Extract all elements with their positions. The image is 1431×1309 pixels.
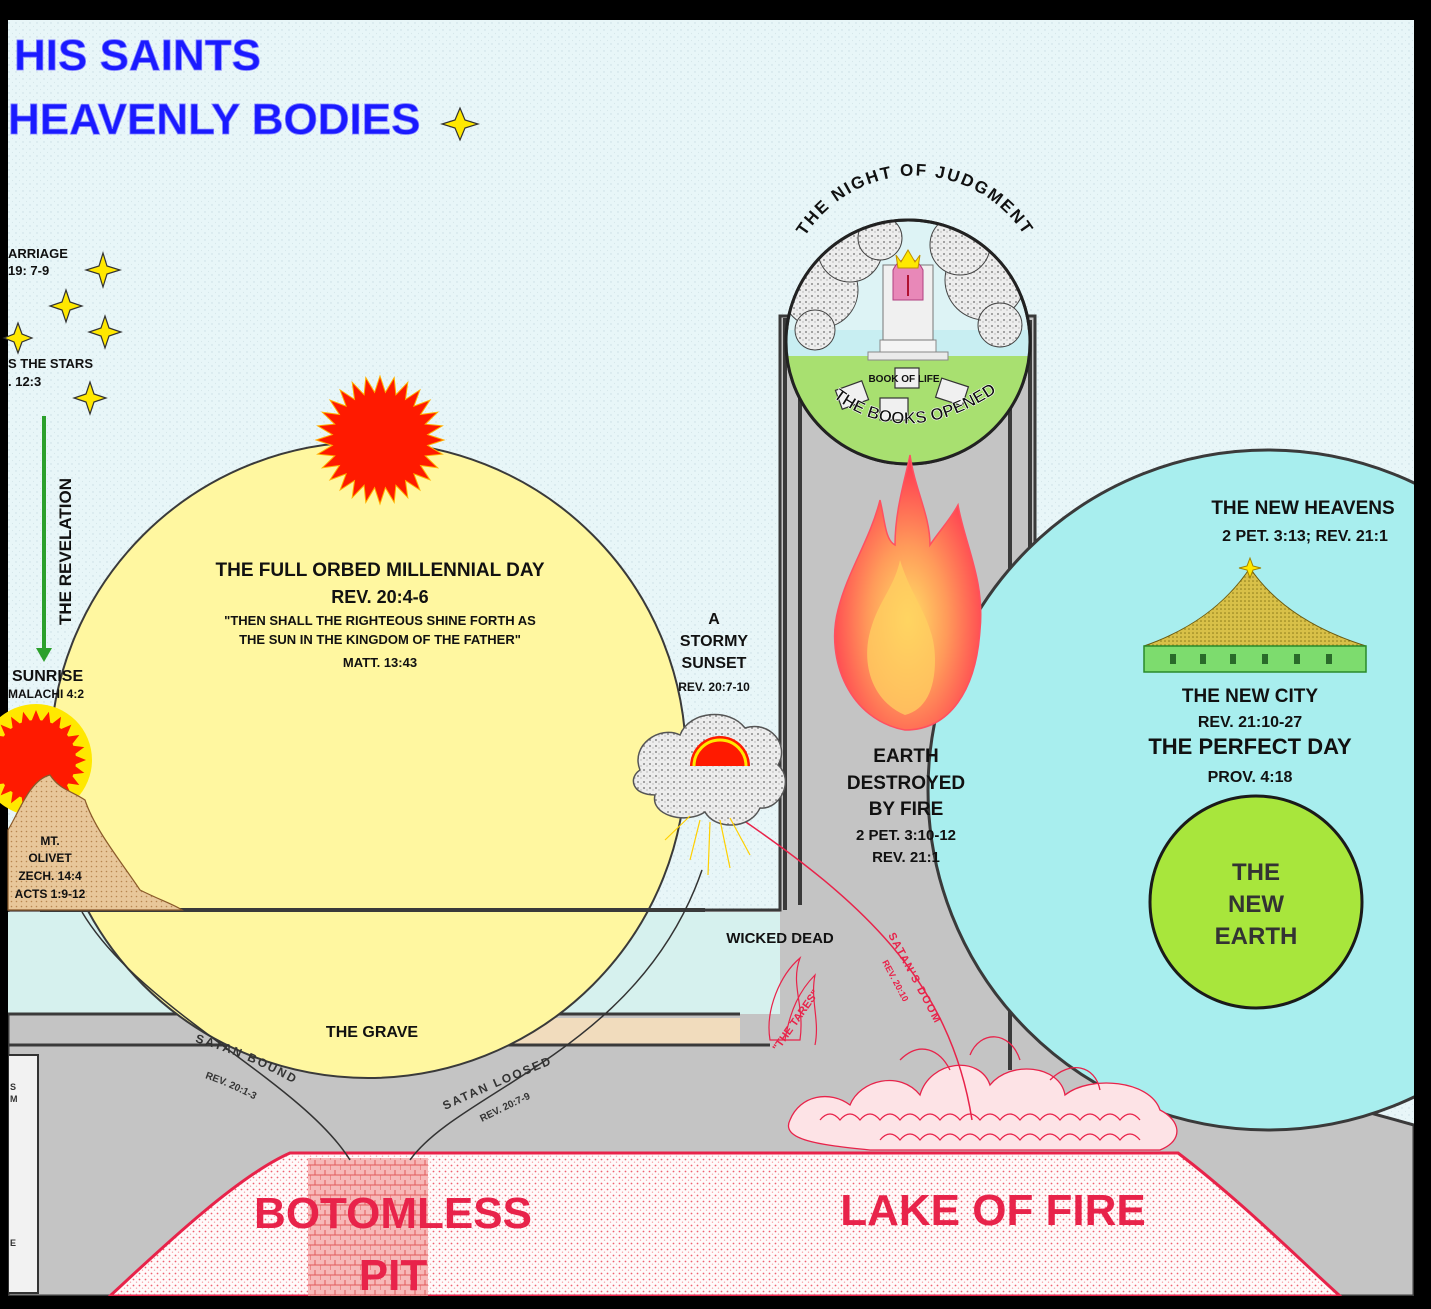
earth-fire-line-2: DESTROYED xyxy=(847,773,965,794)
grave-label: THE GRAVE xyxy=(326,1024,418,1041)
sunrise-ref: MALACHI 4:2 xyxy=(8,687,84,701)
millennium-quote-ref: MATT. 13:43 xyxy=(343,655,417,670)
marriage-ref: 19: 7-9 xyxy=(8,263,49,278)
revelation-label: THE REVELATION xyxy=(56,478,75,625)
side-glyph-1: S xyxy=(10,1082,16,1092)
header-his-saints: HIS SAINTS xyxy=(14,31,261,80)
header-heavenly-bodies: HEAVENLY BODIES xyxy=(8,95,420,144)
new-earth-line-3: EARTH xyxy=(1215,923,1298,950)
olivet-line-1: MT. xyxy=(40,834,59,848)
new-earth-line-2: NEW xyxy=(1228,891,1284,918)
sunset-line-1: A xyxy=(708,611,720,628)
millennium-quote-1: "THEN SHALL THE RIGHTEOUS SHINE FORTH AS xyxy=(224,613,536,628)
sunset-ref: REV. 20:7-10 xyxy=(678,680,750,694)
sunset-line-3: SUNSET xyxy=(682,655,747,672)
marriage-label: ARRIAGE xyxy=(8,246,68,261)
side-glyph-2: M xyxy=(10,1094,18,1104)
olivet-line-4: ACTS 1:9-12 xyxy=(15,887,86,901)
new-heavens-ref: 2 PET. 3:13; REV. 21:1 xyxy=(1222,528,1388,545)
side-glyph-3: E xyxy=(10,1238,16,1248)
new-city-ref: REV. 21:10-27 xyxy=(1198,714,1302,731)
earth-fire-ref-1: 2 PET. 3:10-12 xyxy=(856,827,956,844)
olivet-line-3: ZECH. 14:4 xyxy=(18,869,82,883)
earth-fire-line-3: BY FIRE xyxy=(869,799,944,820)
stars-ref: . 12:3 xyxy=(8,374,41,389)
bottomless-pit-line-1: BOTOMLESS xyxy=(254,1189,532,1238)
earth-fire-ref-2: REV. 21:1 xyxy=(872,849,940,866)
bottomless-pit-line-2: PIT xyxy=(359,1251,428,1300)
millennium-title: THE FULL ORBED MILLENNIAL DAY xyxy=(216,560,545,581)
earth-fire-line-1: EARTH xyxy=(873,746,938,767)
lake-of-fire-label: LAKE OF FIRE xyxy=(840,1186,1146,1235)
book-of-life-label: BOOK OF LIFE xyxy=(868,374,939,385)
sunrise-label: SUNRISE xyxy=(12,668,83,685)
stars-label: S THE STARS xyxy=(8,356,93,371)
perfect-day-ref: PROV. 4:18 xyxy=(1208,769,1293,786)
new-city-label: THE NEW CITY xyxy=(1182,686,1318,707)
new-heavens-title: THE NEW HEAVENS xyxy=(1211,498,1394,519)
millennium-ref: REV. 20:4-6 xyxy=(331,587,428,607)
new-earth-line-1: THE xyxy=(1232,859,1280,886)
millennium-quote-2: THE SUN IN THE KINGDOM OF THE FATHER" xyxy=(239,632,521,647)
wicked-dead-label: WICKED DEAD xyxy=(726,930,834,947)
perfect-day-label: THE PERFECT DAY xyxy=(1148,734,1352,759)
olivet-line-2: OLIVET xyxy=(28,851,72,865)
millennium-circle xyxy=(50,442,686,1078)
sunset-line-2: STORMY xyxy=(680,633,748,650)
